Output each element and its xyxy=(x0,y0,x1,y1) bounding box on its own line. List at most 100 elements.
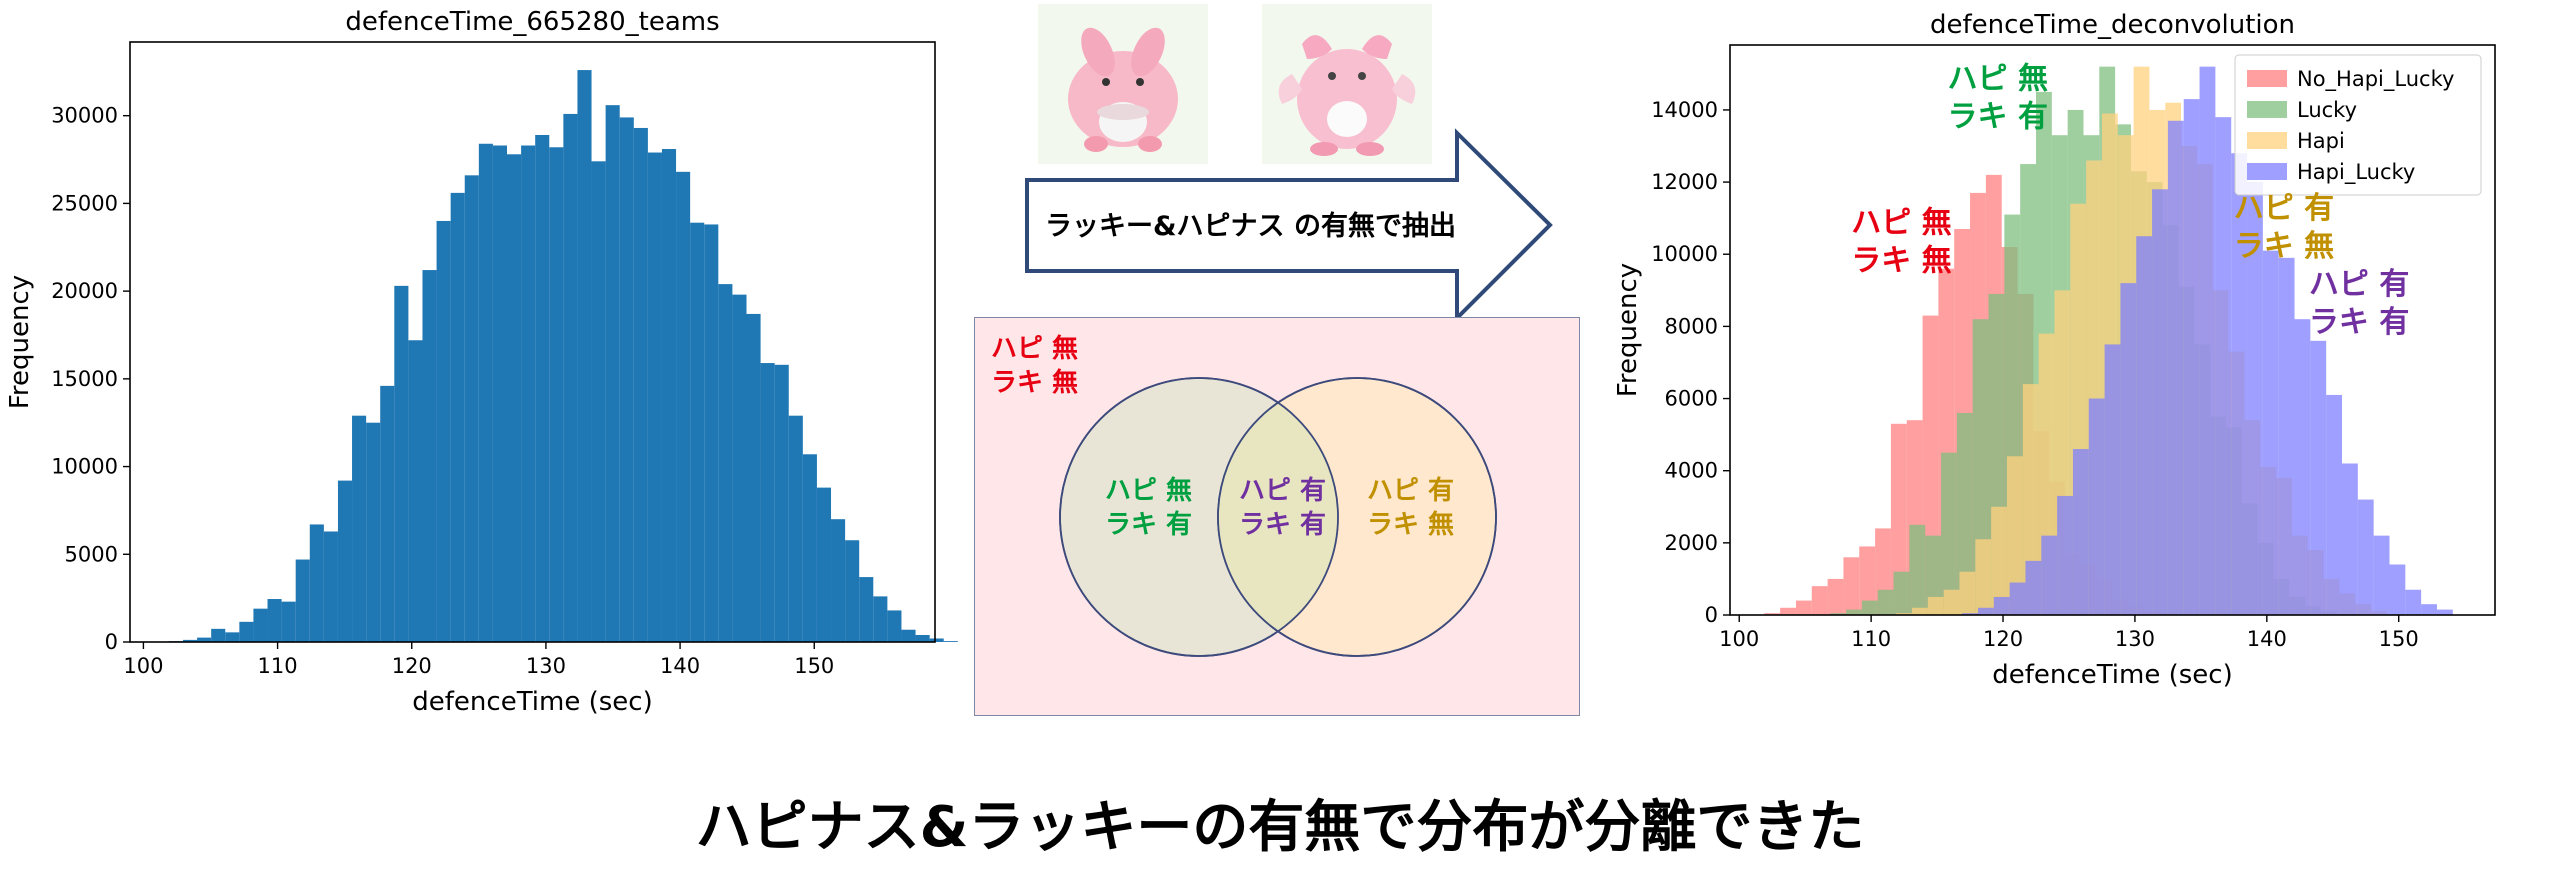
histogram-bar xyxy=(422,270,437,642)
blissey-icon xyxy=(1262,4,1432,164)
histogram-bar xyxy=(718,284,733,642)
annotation-line1: ハピ 無 xyxy=(1851,206,1951,241)
hapi-lucky-bar xyxy=(2421,604,2437,615)
y-tick-label: 12000 xyxy=(1651,170,1718,194)
hapi-lucky-bar xyxy=(2009,582,2026,615)
x-tick-label: 130 xyxy=(2115,627,2155,651)
venn-label-hapi-only: ハピ 有ラキ 無 xyxy=(1367,476,1455,540)
histogram-bar xyxy=(507,154,522,642)
hapi-bar xyxy=(1959,571,1976,615)
y-tick-label: 10000 xyxy=(51,455,118,479)
legend-swatch xyxy=(2247,101,2287,118)
histogram-bar xyxy=(605,105,620,642)
histogram-bar xyxy=(366,422,381,642)
x-tick-label: 140 xyxy=(660,654,700,678)
histogram-bar xyxy=(281,601,296,642)
histogram-bar xyxy=(661,149,677,642)
y-tick-label: 30000 xyxy=(51,104,118,128)
annotation-line1: ハピ 無 xyxy=(1948,61,2048,96)
hapi-lucky-bar xyxy=(1993,596,2010,615)
y-axis-label: Frequency xyxy=(5,275,35,409)
hapi-lucky-bar xyxy=(2405,589,2422,615)
y-axis-label: Frequency xyxy=(1613,263,1643,397)
hapi-bar xyxy=(1991,506,2007,615)
histogram-bar xyxy=(563,113,578,643)
histogram-bar xyxy=(619,117,634,642)
histogram-bar xyxy=(521,145,536,642)
hapi-bar xyxy=(1896,613,1913,615)
histogram-bar xyxy=(887,610,902,642)
histogram-bar xyxy=(492,145,508,642)
annotation-line1: ハピ 有 xyxy=(2309,267,2409,302)
x-tick-label: 130 xyxy=(526,654,566,678)
histogram-bar xyxy=(915,634,930,642)
legend-swatch xyxy=(2247,163,2287,180)
histogram-bar xyxy=(464,175,479,643)
hapi-lucky-bar xyxy=(2120,283,2137,615)
histogram-bar xyxy=(267,599,282,642)
hapi-lucky-bar xyxy=(2104,344,2121,615)
hapi-lucky-bar xyxy=(2025,560,2042,615)
hapi-bar xyxy=(1927,596,1944,615)
histogram-bar xyxy=(380,385,395,642)
no-hapi-lucky-bar xyxy=(1843,557,1860,615)
no-hapi-lucky-bar xyxy=(1890,423,1907,615)
venn-label-outside: ハピ 無ラキ 無 xyxy=(991,334,1079,398)
hapi-lucky-bar xyxy=(2215,117,2232,615)
hapi-lucky-bar xyxy=(2136,236,2153,616)
plot-frame xyxy=(129,41,936,643)
histogram-bar xyxy=(901,629,916,642)
histogram-bar xyxy=(478,143,493,642)
histogram-bar xyxy=(535,134,550,642)
lucky-bar xyxy=(1956,412,1973,615)
no-hapi-lucky-bar xyxy=(1780,607,1796,615)
histogram-bar xyxy=(577,70,592,642)
x-tick-label: 150 xyxy=(794,654,834,678)
hapi-lucky-bar xyxy=(2041,535,2058,615)
lucky-bar xyxy=(1893,571,1910,615)
hapi-lucky-bar xyxy=(2199,66,2216,615)
hapi-bar xyxy=(1912,607,1928,615)
histogram-bar xyxy=(704,224,719,642)
y-tick-label: 5000 xyxy=(65,542,118,566)
histogram-bar xyxy=(746,313,761,642)
arrow-right-icon xyxy=(1025,128,1553,323)
hapi-bar xyxy=(1975,539,1992,615)
legend-entry: No_Hapi_Lucky xyxy=(2297,67,2454,92)
lucky-bar xyxy=(1861,600,1878,615)
y-tick-label: 2000 xyxy=(1665,531,1718,555)
histogram-bar xyxy=(802,454,817,642)
arrow-caption: ラッキー&ハピナス の有無で抽出 xyxy=(1045,211,1456,242)
x-tick-label: 110 xyxy=(1851,627,1891,651)
hapi-lucky-bar xyxy=(2231,153,2248,615)
hapi-lucky-bar xyxy=(2278,257,2295,615)
histogram-bar xyxy=(676,171,691,642)
annotation-line1: ハピ 有 xyxy=(2234,191,2334,226)
histogram-bar xyxy=(197,637,212,642)
y-tick-label: 4000 xyxy=(1665,459,1718,483)
x-tick-label: 140 xyxy=(2247,627,2287,651)
histogram-bar xyxy=(450,192,465,642)
histogram-bar xyxy=(943,641,958,642)
hapi-bar xyxy=(2022,384,2039,615)
y-tick-label: 8000 xyxy=(1665,314,1718,338)
hapi-lucky-bar xyxy=(2294,319,2311,615)
histogram-bar xyxy=(211,628,226,642)
histogram-bar xyxy=(873,596,888,642)
y-tick-label: 20000 xyxy=(51,279,118,303)
histogram-bar xyxy=(549,147,564,642)
hapi-lucky-bar xyxy=(1962,613,1978,615)
annotation-line2: ラキ 無 xyxy=(2234,229,2334,264)
no-hapi-lucky-bar xyxy=(1795,600,1812,615)
histogram-bar xyxy=(253,608,268,642)
hapi-lucky-bar xyxy=(2373,535,2390,615)
y-tick-label: 0 xyxy=(105,630,118,654)
annotation-line2: ラキ 有 xyxy=(1948,99,2048,134)
annotation-line2: ラキ 有 xyxy=(2309,305,2409,340)
hapi-lucky-bar xyxy=(2167,120,2184,615)
y-tick-label: 15000 xyxy=(51,367,118,391)
histogram-bar xyxy=(859,577,874,642)
y-tick-label: 25000 xyxy=(51,191,118,215)
